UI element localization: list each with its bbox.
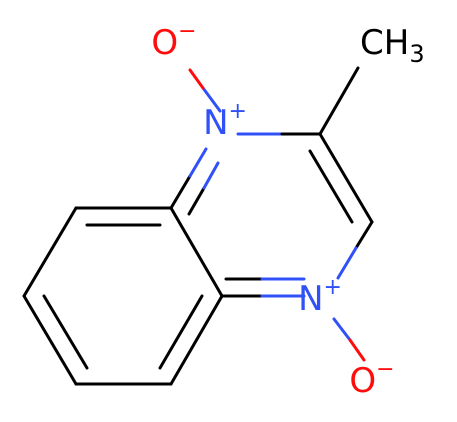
bond-c2-c3-inner [308, 149, 354, 224]
bond-c5-c4a [169, 294, 224, 386]
atom-o-top-symbol: O [151, 23, 178, 63]
atom-o-bottom: O− [349, 357, 394, 401]
atom-labels: O− N+ CH3 N+ O− [151, 19, 424, 401]
bond-n4-o-a [332, 317, 352, 342]
bond-c8a-n1-inner-a [187, 186, 206, 216]
bond-c8a-n1-a [169, 174, 192, 210]
atom-methyl: CH3 [360, 23, 425, 68]
bond-c3-n4-a [354, 220, 374, 250]
bond-c2-methyl [318, 66, 360, 136]
atom-n-top-symbol: N [203, 103, 228, 143]
bond-n1-o-a [201, 86, 222, 113]
atom-n-bottom-charge: + [324, 275, 342, 300]
bond-c7-c6 [22, 294, 78, 386]
bond-c8-c7 [22, 206, 78, 298]
bond-c3-n4-b [336, 246, 358, 280]
atom-n-top: N+ [203, 99, 247, 143]
atom-n-bottom: N+ [298, 275, 342, 319]
atom-o-top-charge: − [178, 19, 196, 44]
atom-methyl-symbol: CH [360, 23, 409, 63]
bond-c8a-n1-inner-b [202, 161, 220, 190]
atom-n-bottom-symbol: N [298, 279, 323, 319]
bond-c2-c3 [318, 132, 374, 224]
bond-c7-c6-inner [42, 294, 89, 370]
atom-o-bottom-symbol: O [349, 361, 376, 401]
bond-c4a-c8a [169, 206, 224, 298]
atom-o-bottom-charge: − [376, 357, 394, 382]
atom-methyl-subscript: 3 [409, 40, 424, 68]
atom-o-top: O− [151, 19, 196, 63]
bond-c5-c4a-inner [158, 294, 204, 370]
bonds [22, 66, 374, 386]
bond-n4-o-b [348, 338, 366, 362]
bond-c8a-n1-b [188, 147, 208, 178]
bond-n1-o-b [188, 68, 205, 90]
atom-n-top-charge: + [229, 99, 247, 124]
